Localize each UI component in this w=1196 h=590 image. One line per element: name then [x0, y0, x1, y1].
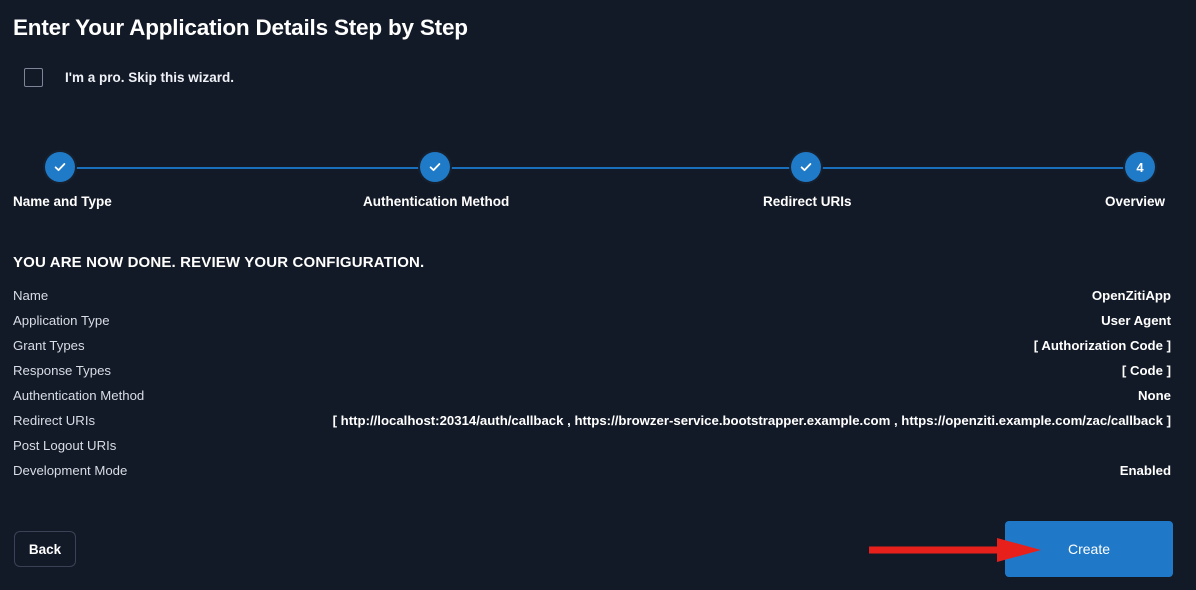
- wizard-stepper: 4: [0, 152, 1196, 184]
- step-node-3[interactable]: [791, 152, 821, 182]
- summary-row-post-logout-uris: Post Logout URIs: [13, 438, 1171, 463]
- stepper-track-line: [60, 167, 1136, 169]
- skip-wizard-checkbox[interactable]: [24, 68, 43, 87]
- back-button[interactable]: Back: [14, 531, 76, 567]
- summary-value: [ Code ]: [1121, 363, 1171, 378]
- summary-row-development-mode: Development Mode Enabled: [13, 463, 1171, 488]
- summary-key: Post Logout URIs: [13, 438, 117, 453]
- summary-row-application-type: Application Type User Agent: [13, 313, 1171, 338]
- summary-value: User Agent: [1101, 313, 1171, 328]
- summary-row-name: Name OpenZitiApp: [13, 288, 1171, 313]
- step-node-2[interactable]: [420, 152, 450, 182]
- step-label-redirect-uris[interactable]: Redirect URIs: [763, 194, 852, 209]
- step-label-authentication-method[interactable]: Authentication Method: [363, 194, 510, 209]
- summary-key: Grant Types: [13, 338, 85, 353]
- page-title: Enter Your Application Details Step by S…: [13, 15, 468, 40]
- summary-row-authentication-method: Authentication Method None: [13, 388, 1171, 413]
- step-node-4[interactable]: 4: [1125, 152, 1155, 182]
- check-icon: [800, 163, 812, 172]
- step-node-1[interactable]: [45, 152, 75, 182]
- step-label-overview[interactable]: Overview: [1105, 194, 1166, 209]
- configuration-summary: Name OpenZitiApp Application Type User A…: [13, 288, 1171, 488]
- create-button[interactable]: Create: [1005, 521, 1173, 577]
- summary-key: Development Mode: [13, 463, 128, 478]
- summary-row-redirect-uris: Redirect URIs [ http://localhost:20314/a…: [13, 413, 1171, 438]
- check-icon: [429, 163, 441, 172]
- check-icon: [54, 163, 66, 172]
- summary-key: Name: [13, 288, 49, 303]
- step-label-name-and-type[interactable]: Name and Type: [13, 194, 112, 209]
- skip-wizard-label: I'm a pro. Skip this wizard.: [65, 70, 234, 85]
- summary-value: [ Authorization Code ]: [1033, 338, 1171, 353]
- summary-value: OpenZitiApp: [1091, 288, 1171, 303]
- skip-wizard-row: I'm a pro. Skip this wizard.: [24, 68, 234, 87]
- summary-key: Application Type: [13, 313, 110, 328]
- summary-key: Response Types: [13, 363, 111, 378]
- review-heading: YOU ARE NOW DONE. REVIEW YOUR CONFIGURAT…: [13, 254, 425, 271]
- summary-row-response-types: Response Types [ Code ]: [13, 363, 1171, 388]
- summary-value: [ http://localhost:20314/auth/callback ,…: [332, 413, 1171, 428]
- summary-key: Redirect URIs: [13, 413, 96, 428]
- summary-row-grant-types: Grant Types [ Authorization Code ]: [13, 338, 1171, 363]
- step-number-4: 4: [1136, 159, 1144, 175]
- summary-value: Enabled: [1119, 463, 1171, 478]
- summary-value: None: [1138, 388, 1171, 403]
- stepper-labels: Name and Type Authentication Method Redi…: [0, 194, 1196, 214]
- summary-key: Authentication Method: [13, 388, 145, 403]
